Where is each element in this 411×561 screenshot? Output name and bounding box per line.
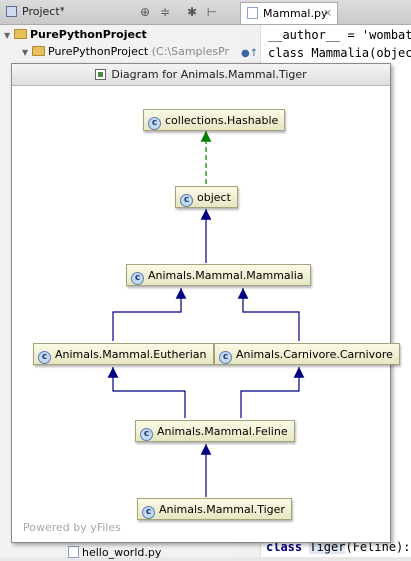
class-icon: c <box>180 194 193 207</box>
edge-carnivore-mammalia <box>237 288 300 341</box>
edge-feline-eutherian <box>107 367 186 418</box>
tree-item-path: (C:\SamplesPr <box>151 45 230 58</box>
class-icon: c <box>38 351 51 364</box>
project-folder-icon <box>14 29 27 39</box>
editor-tab-bar: Mammal.py × <box>238 0 411 25</box>
diagram-edges <box>107 131 305 497</box>
tree-item-label: hello_world.py <box>82 546 162 559</box>
class-name: Animals.Mammal.Eutherian <box>55 348 207 361</box>
tab-label: Mammal.py <box>263 7 328 20</box>
expand-arrow-icon[interactable]: ▼ <box>4 31 11 40</box>
class-node-carnivore[interactable]: c Animals.Carnivore.Carnivore <box>214 343 400 365</box>
project-tool-window-header: Project ▾ ⊕ ≑ ✱ ⊢ <box>0 0 238 25</box>
class-name: Animals.Mammal.Feline <box>157 425 288 438</box>
python-file-icon <box>247 7 258 19</box>
hide-panel-icon[interactable]: ⊢ <box>206 5 218 19</box>
close-icon[interactable]: × <box>323 6 333 19</box>
expand-arrow-icon[interactable]: ▼ <box>22 48 29 57</box>
folder-icon <box>32 46 45 56</box>
class-icon: c <box>131 272 144 285</box>
project-tab-title[interactable]: Project <box>22 5 60 18</box>
class-node-mammalia[interactable]: c Animals.Mammal.Mammalia <box>126 264 311 286</box>
class-icon: c <box>140 428 153 441</box>
diagram-icon <box>95 69 107 80</box>
tree-item-project-root[interactable]: ▼ PurePythonProject <box>0 26 242 43</box>
dropdown-arrow-icon[interactable]: ▾ <box>60 5 65 15</box>
gear-icon[interactable]: ✱ <box>186 5 198 19</box>
tree-item-label: PurePythonProject <box>48 45 149 58</box>
override-marker-icon[interactable]: ●↑ <box>241 48 259 59</box>
diagram-title: Diagram for Animals.Mammal.Tiger <box>111 68 307 81</box>
class-node-tiger[interactable]: c Animals.Mammal.Tiger <box>137 498 292 520</box>
class-name: Animals.Mammal.Tiger <box>159 503 285 516</box>
yfiles-watermark: Powered by yFiles <box>23 521 121 534</box>
edge-eutherian-mammalia <box>112 288 187 341</box>
edge-feline-carnivore <box>240 367 305 418</box>
class-name: Animals.Mammal.Mammalia <box>148 269 304 282</box>
class-node-feline[interactable]: c Animals.Mammal.Feline <box>135 420 295 442</box>
class-name: Animals.Carnivore.Carnivore <box>236 348 393 361</box>
python-file-icon <box>68 546 79 558</box>
project-icon <box>6 6 17 17</box>
class-node-eutherian[interactable]: c Animals.Mammal.Eutherian <box>33 343 214 365</box>
code-line-tiger: class Tiger(Feline): <box>266 540 411 554</box>
class-node-collections-hashable[interactable]: c collections.Hashable <box>143 109 286 131</box>
diagram-title-bar: Diagram for Animals.Mammal.Tiger <box>12 64 390 86</box>
class-icon: c <box>219 351 232 364</box>
tree-item-project-folder[interactable]: ▼ PurePythonProject (C:\SamplesPr <box>0 43 260 60</box>
tab-mammal-py[interactable]: Mammal.py × <box>240 2 338 24</box>
target-icon[interactable]: ⊕ <box>139 5 151 19</box>
class-icon: c <box>142 506 155 519</box>
code-line: class Mammalia(object <box>268 46 411 60</box>
class-name: collections.Hashable <box>165 114 279 127</box>
class-icon: c <box>148 117 161 130</box>
collapse-icon[interactable]: ≑ <box>159 5 171 19</box>
tree-item-label: PurePythonProject <box>30 28 147 41</box>
class-name: object <box>197 191 231 204</box>
code-line: __author__ = 'wombat' <box>268 28 411 42</box>
